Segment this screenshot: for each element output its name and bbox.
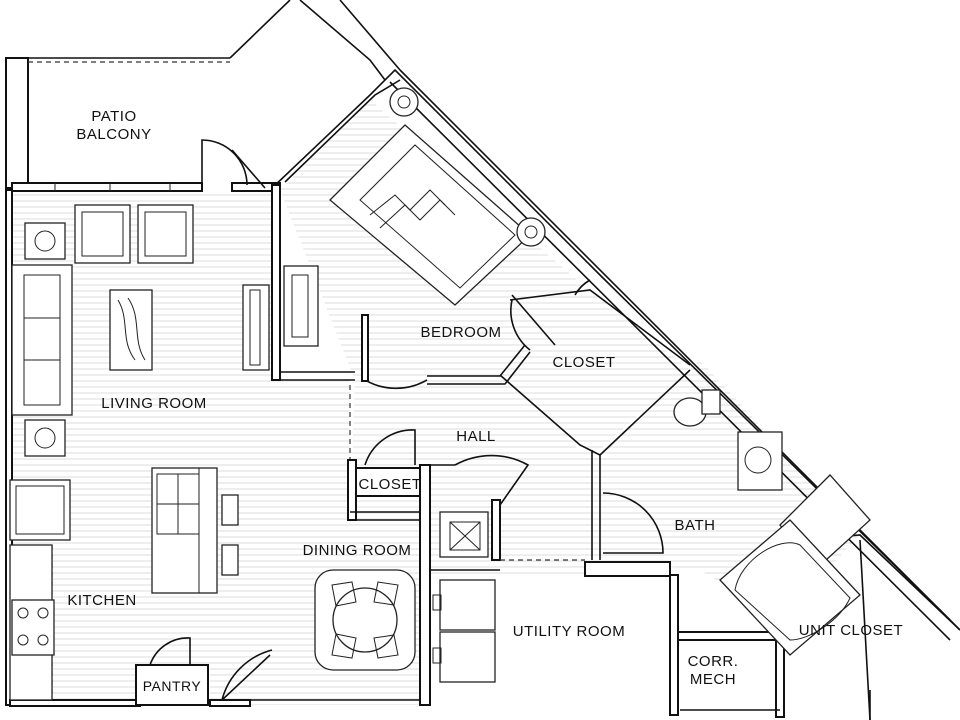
label-pantry: PANTRY xyxy=(143,678,202,694)
dining-table xyxy=(314,569,416,671)
washer-dryer xyxy=(432,579,496,683)
label-living-room: LIVING ROOM xyxy=(101,395,207,412)
label-patio-1: PATIO xyxy=(91,108,136,125)
walls xyxy=(5,0,960,720)
label-unit-closet: UNIT CLOSET xyxy=(799,622,903,639)
living-furniture xyxy=(11,204,319,457)
label-bedroom: BEDROOM xyxy=(420,324,501,341)
label-closet-hall: CLOSET xyxy=(358,476,421,493)
label-closet-bedroom: CLOSET xyxy=(552,354,615,371)
label-patio-2: BALCONY xyxy=(76,126,151,143)
label-dining-room: DINING ROOM xyxy=(303,542,412,559)
label-kitchen: KITCHEN xyxy=(67,592,136,609)
label-bath: BATH xyxy=(675,517,716,534)
kitchen-fixtures xyxy=(9,467,239,701)
bath-fixtures xyxy=(673,389,871,656)
label-corr-2: MECH xyxy=(690,671,736,688)
label-hall: HALL xyxy=(456,428,496,445)
label-corr-1: CORR. xyxy=(688,653,739,670)
label-utility-room: UTILITY ROOM xyxy=(513,623,625,640)
bed xyxy=(329,87,546,306)
room-labels: PATIO BALCONY BEDROOM CLOSET LIVING ROOM… xyxy=(67,108,903,694)
